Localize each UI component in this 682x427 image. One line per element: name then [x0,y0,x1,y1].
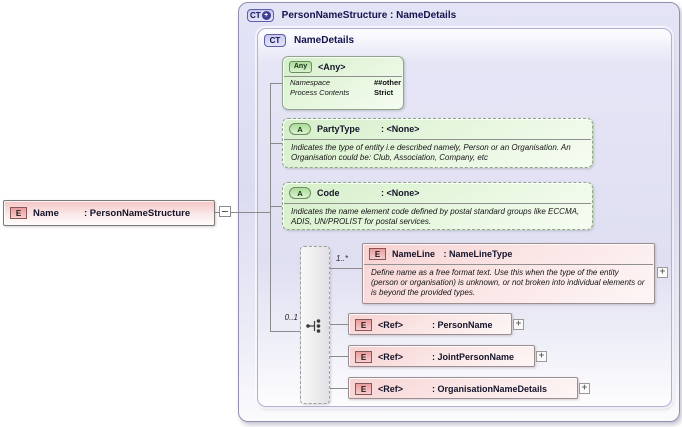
attribute-description: Indicates the type of entity i.e describ… [291,143,571,162]
any-row-label: Process Contents [290,88,350,97]
connector-to-nameline [330,268,362,269]
connector-to-organisationnamedetails [330,388,348,389]
expand-button[interactable]: + [657,267,668,278]
collapse-toggle[interactable] [219,206,231,217]
ct-plus-badge: CT+ [247,9,274,22]
element-ref-label: <Ref> [378,320,404,330]
element-icon: E [10,207,27,219]
attribute-type: : <None> [381,124,420,134]
connector-to-personname [330,324,348,325]
element-nameline-box[interactable]: E NameLine : NameLineType Define name as… [362,243,655,304]
expand-button[interactable]: + [513,319,524,330]
element-icon: E [355,351,372,363]
attribute-description: Indicates the name element code defined … [291,207,580,226]
attribute-code-box[interactable]: A Code : <None> Indicates the name eleme… [282,182,593,230]
attribute-partytype-box[interactable]: A PartyType : <None> Indicates the type … [282,118,593,168]
ct-badge: CT [264,34,286,47]
connector-trunk [270,83,271,332]
connector-to-partytype [270,143,282,144]
choice-icon [306,319,321,333]
element-type: : OrganisationNameDetails [432,384,548,394]
divider [364,264,653,265]
element-name: Name [33,207,59,219]
element-icon: E [355,319,372,331]
attribute-icon: A [289,123,311,135]
complextype-header: CT+ PersonNameStructure : NameDetails [247,9,456,22]
element-ref-label: <Ref> [378,352,404,362]
element-icon: E [355,383,372,395]
plus-circle-icon: + [261,11,271,20]
element-type: : PersonNameStructure [84,207,191,219]
element-name: NameLine [392,249,436,259]
element-name-box[interactable]: E Name : PersonNameStructure [3,200,215,226]
divider [284,76,402,77]
any-row-value: Strict [374,88,394,97]
any-icon: Any [289,60,312,73]
ct-badge-label: CT [250,11,261,20]
any-row-value: ##other [374,78,402,87]
element-ref-jointpersonname-box[interactable]: E <Ref> : JointPersonName [348,345,535,367]
divider [284,203,591,204]
basetype-header: CT NameDetails [264,34,354,47]
connector-to-any [270,83,282,84]
connector-to-choice [270,331,300,332]
choice-compositor[interactable] [300,246,330,404]
connector-to-code [270,206,282,207]
divider [284,139,591,140]
expand-button[interactable]: + [579,383,590,394]
attribute-icon: A [289,187,311,199]
element-type: : NameLineType [441,249,513,259]
attribute-name: PartyType [317,124,360,134]
element-description: Define name as a free format text. Use t… [371,268,645,297]
complextype-title: PersonNameStructure : NameDetails [281,10,457,21]
basetype-title: NameDetails [294,35,355,46]
element-icon: E [369,248,386,260]
element-type: : JointPersonName [432,352,515,362]
element-ref-personname-box[interactable]: E <Ref> : PersonName [348,313,512,335]
nameline-cardinality: 1..* [336,254,349,263]
expand-button[interactable]: + [536,351,547,362]
attribute-name: Code [317,188,340,198]
element-ref-label: <Ref> [378,384,404,394]
any-row-label: Namespace [290,78,331,87]
element-ref-organisationnamedetails-box[interactable]: E <Ref> : OrganisationNameDetails [348,377,578,399]
any-title: <Any> [318,61,346,72]
connector-root-to-trunk [215,212,271,213]
connector-to-jointpersonname [330,356,348,357]
any-row-processcontents: Process Contents Strict [283,87,403,97]
element-type: : PersonName [432,320,493,330]
any-row-namespace: Namespace ##other [283,77,403,87]
minus-icon [222,211,228,212]
attribute-type: : <None> [381,188,420,198]
any-wildcard-box[interactable]: Any <Any> Namespace ##other Process Cont… [282,56,404,110]
choice-cardinality: 0..1 [284,313,298,322]
